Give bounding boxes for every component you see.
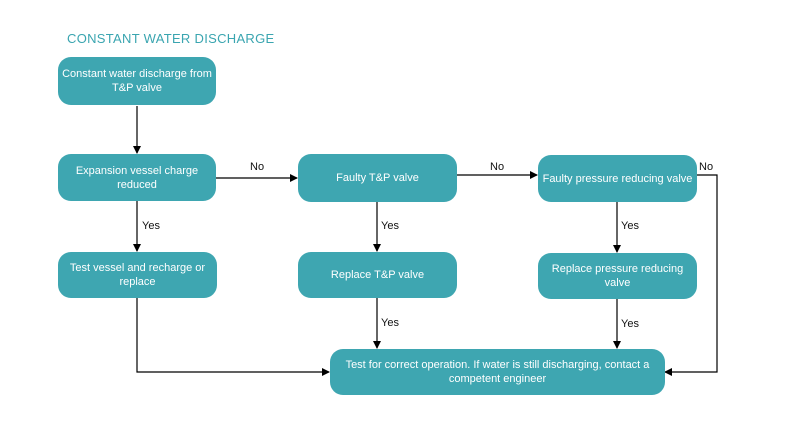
label-no-faulty-prv: No — [699, 161, 714, 173]
node-final-test: Test for correct operation. If water is … — [330, 349, 665, 395]
node-faulty-pressure-reducing-valve: Faulty pressure reducing valve — [538, 155, 697, 202]
label-no-expansion: No — [250, 161, 265, 173]
arrow-faulty-prv-to-final — [664, 174, 718, 376]
node-start: Constant water discharge from T&P valve — [58, 57, 216, 105]
node-replace-pressure-reducing-valve: Replace pressure reducing valve — [538, 253, 697, 299]
node-test-vessel: Test vessel and recharge or replace — [58, 252, 217, 298]
node-faulty-tp-valve: Faulty T&P valve — [298, 154, 457, 202]
arrow-test-vessel-to-final — [136, 298, 330, 376]
label-yes-faulty-tp: Yes — [381, 220, 399, 232]
label-yes-replace-prv: Yes — [621, 318, 639, 330]
node-expansion-vessel: Expansion vessel charge reduced — [58, 154, 216, 201]
label-yes-replace-tp: Yes — [381, 317, 399, 329]
label-yes-faulty-prv: Yes — [621, 220, 639, 232]
diagram-title: CONSTANT WATER DISCHARGE — [67, 31, 275, 46]
label-yes-expansion: Yes — [142, 220, 160, 232]
label-no-faulty-tp: No — [490, 161, 505, 173]
node-replace-tp-valve: Replace T&P valve — [298, 252, 457, 298]
